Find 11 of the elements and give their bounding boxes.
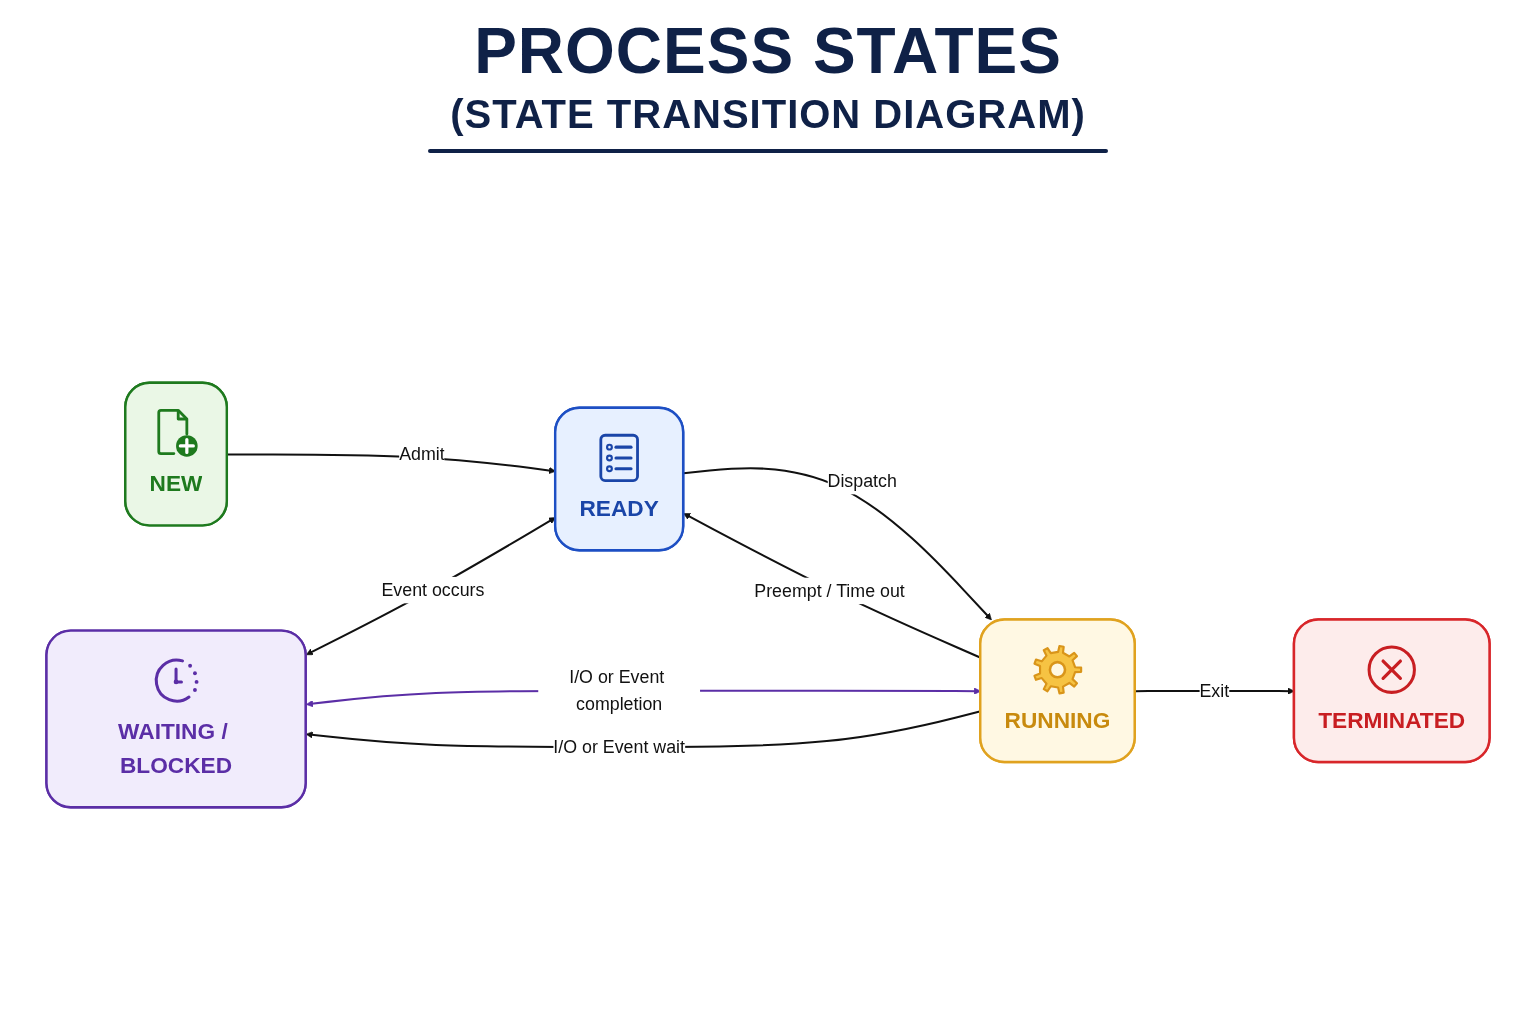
edge-label: Dispatch bbox=[827, 471, 897, 492]
edge-label: I/O or Event completion bbox=[569, 667, 665, 715]
title: PROCESS STATES bbox=[474, 14, 1062, 88]
arrow bbox=[306, 517, 556, 656]
edge-label: Exit bbox=[1199, 680, 1230, 701]
edge-label: I/O or Event wait bbox=[553, 736, 686, 758]
edge-label: Admit bbox=[399, 443, 445, 465]
arrow bbox=[683, 467, 992, 621]
subtitle: (STATE TRANSITION DIAGRAM) bbox=[450, 92, 1086, 137]
edge-label: Event occurs bbox=[381, 579, 485, 601]
edge-label: Preempt / Time out bbox=[754, 580, 905, 602]
